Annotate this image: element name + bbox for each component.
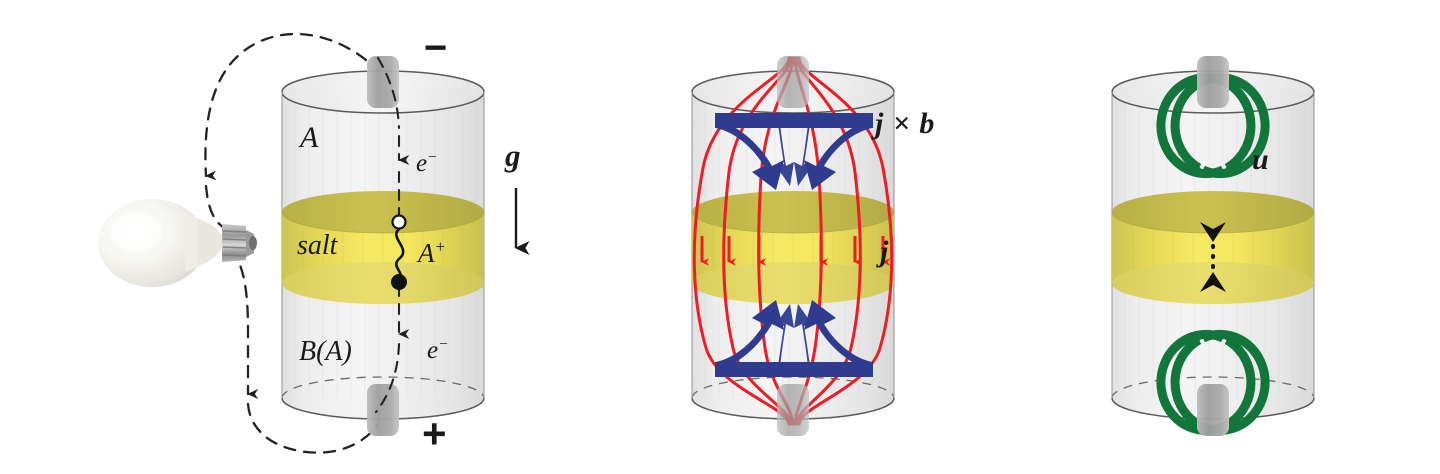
label-negative-terminal: − — [424, 26, 448, 70]
label-electrolyte: salt — [297, 230, 338, 261]
label-velocity: u — [1252, 143, 1269, 176]
label-bottom-alloy: B(A) — [299, 336, 352, 367]
label-electron-lower-charge: − — [438, 335, 449, 353]
label-cation-symbol: A — [418, 238, 435, 268]
label-current-density: j — [880, 235, 889, 268]
top-electrode-3 — [1197, 56, 1229, 108]
lorentz-force-arrows-bottom — [715, 300, 873, 377]
electron-path — [374, 56, 410, 414]
label-electron-upper: e− — [416, 148, 438, 178]
panel-electrochemistry — [98, 32, 530, 454]
label-electron-lower: e− — [427, 335, 449, 365]
ion-transfer — [391, 214, 407, 290]
label-gravity: g — [505, 138, 521, 173]
lorentz-force-arrows-top — [715, 113, 873, 190]
current-direction-arrowheads — [700, 236, 891, 266]
label-electron-upper-charge: − — [427, 148, 438, 166]
label-top-metal: A — [300, 121, 319, 154]
panel-velocity-field — [1111, 56, 1315, 436]
label-cation: A+ — [418, 238, 446, 269]
velocity-vortex-bottom — [1156, 329, 1270, 435]
circuit-wire-negative — [204, 32, 368, 230]
circuit-wire-positive — [228, 248, 380, 454]
bottom-electrode-3 — [1197, 384, 1229, 436]
velocity-vortex-top — [1156, 73, 1270, 179]
label-electron-lower-symbol: e — [427, 337, 439, 364]
label-positive-terminal: + — [422, 410, 447, 457]
bottom-electrode-2 — [777, 384, 809, 436]
light-bulb — [98, 199, 257, 287]
panel-current-and-lorentz-force — [691, 56, 895, 436]
top-electrode-2 — [777, 56, 809, 108]
bulb-screw-base — [222, 224, 257, 262]
label-lorentz-force: j × b — [875, 107, 936, 140]
label-electron-upper-symbol: e — [416, 150, 428, 177]
interface-flow-arrows — [1200, 222, 1226, 292]
label-cation-charge: + — [434, 237, 446, 256]
bottom-electrode-1 — [367, 384, 399, 436]
